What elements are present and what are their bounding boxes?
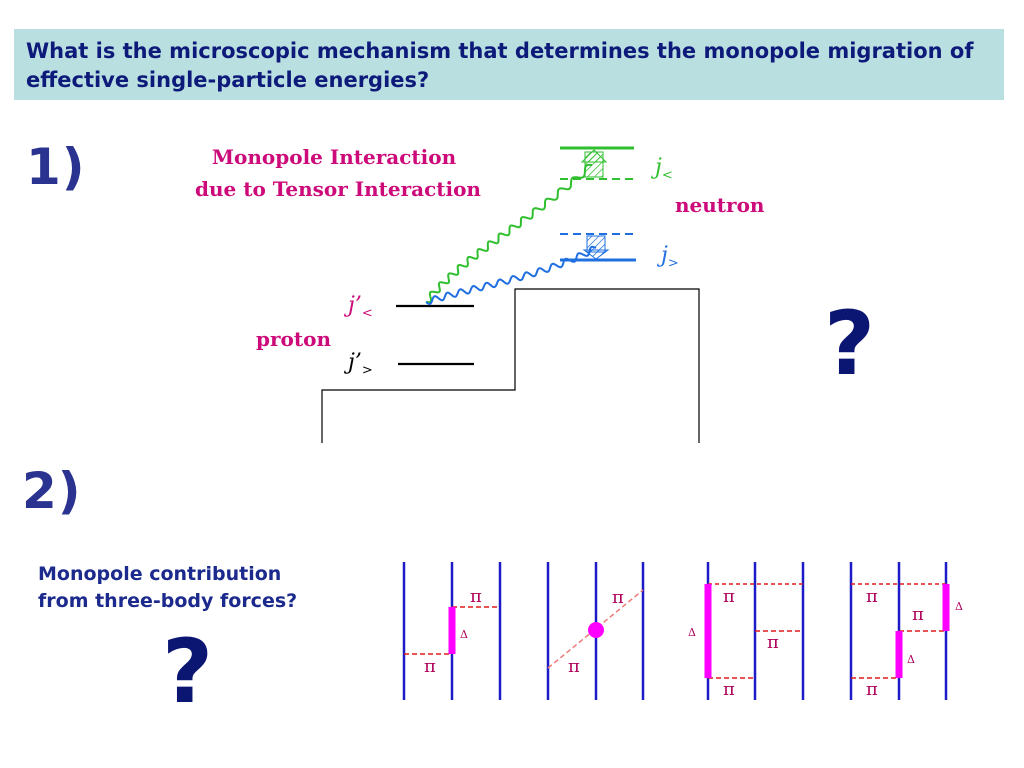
three-body-question-line1: Monopole contribution bbox=[38, 563, 282, 585]
pion-label: π bbox=[767, 632, 779, 653]
delta-label: Δ bbox=[460, 628, 468, 641]
pion-exchange-line bbox=[547, 589, 644, 669]
three-body-diagram-1: π Δ π bbox=[402, 562, 502, 700]
pion-label: π bbox=[723, 586, 735, 607]
diagram-title-line2: due to Tensor Interaction bbox=[195, 177, 481, 201]
potential-well-outline bbox=[321, 288, 700, 443]
pion-label: π bbox=[912, 604, 924, 625]
upward-shift-arrow-head bbox=[580, 149, 608, 163]
delta-label: Δ bbox=[955, 600, 963, 613]
label-j-lower-neutron: j< bbox=[650, 155, 673, 183]
green-wavy-exchange-line bbox=[425, 163, 593, 304]
label-j-greater-neutron: j> bbox=[656, 243, 679, 271]
diagram-title-line1: Monopole Interaction bbox=[212, 145, 457, 169]
three-body-question-line2: from three-body forces? bbox=[38, 590, 298, 612]
proton-label: proton bbox=[256, 327, 331, 351]
label-jprime-lower-proton: j’< bbox=[343, 293, 373, 321]
label-jprime-greater-proton: j’> bbox=[343, 350, 373, 378]
pion-label: π bbox=[866, 679, 878, 700]
blue-wavy-exchange-line bbox=[425, 245, 597, 306]
pion-label: π bbox=[568, 656, 580, 677]
delta-label: Δ bbox=[688, 626, 696, 639]
pion-label: π bbox=[723, 679, 735, 700]
header-question: What is the microscopic mechanism that d… bbox=[26, 39, 974, 92]
section-2-number: 2) bbox=[22, 462, 82, 520]
pion-label: π bbox=[470, 586, 482, 607]
section-1-question-mark: ? bbox=[824, 292, 876, 395]
tensor-monopole-diagram: Monopole Interaction due to Tensor Inter… bbox=[195, 145, 765, 443]
contact-vertex bbox=[588, 622, 604, 638]
section-1-number: 1) bbox=[26, 138, 86, 196]
pion-label: π bbox=[866, 586, 878, 607]
three-body-diagram-2: π π bbox=[546, 562, 645, 700]
section-2-question-mark: ? bbox=[162, 620, 214, 723]
delta-label: Δ bbox=[907, 653, 915, 666]
three-body-diagrams: π Δ π π π π Δ π π bbox=[402, 562, 963, 700]
three-body-question: Monopole contribution from three-body fo… bbox=[38, 561, 297, 615]
three-body-diagram-4: π π Δ Δ π bbox=[849, 562, 963, 700]
header-box: What is the microscopic mechanism that d… bbox=[14, 29, 1004, 100]
pion-label: π bbox=[424, 656, 436, 677]
neutron-label: neutron bbox=[675, 193, 765, 217]
three-body-diagram-3: π Δ π π bbox=[688, 562, 805, 700]
pion-label: π bbox=[612, 587, 624, 608]
